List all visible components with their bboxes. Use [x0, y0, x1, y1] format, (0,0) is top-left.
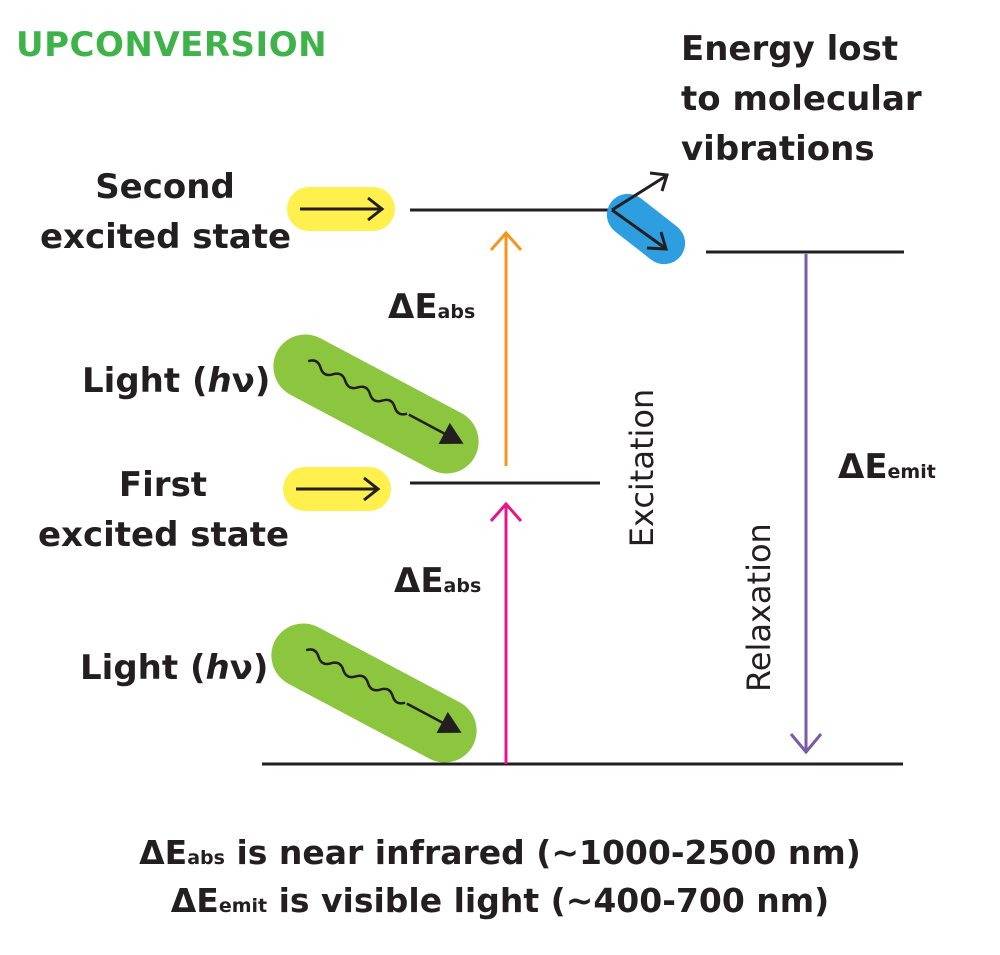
second-state-line2: excited state [40, 217, 292, 257]
excitation-label: Excitation [623, 388, 661, 548]
delta-e-abs-lower: ΔEabs [394, 556, 481, 611]
delta-abs-upper-sub: abs [437, 301, 476, 323]
footer-abs-delta: ΔE [139, 833, 188, 872]
light-lower-h: h [205, 648, 230, 688]
first-state-line2: excited state [38, 515, 290, 555]
second-excited-state-label: Second excited state [40, 162, 292, 262]
light-lower-text: Light ( [80, 648, 206, 688]
footer-emit-delta: ΔE [170, 881, 219, 920]
delta-emit-sub: emit [887, 461, 936, 483]
absorption-arrow-upper [489, 230, 523, 466]
delta-e-emit: ΔEemit [838, 442, 936, 497]
delta-emit-symbol: ΔE [838, 447, 888, 487]
light-upper-nu: ν) [231, 361, 271, 401]
delta-e-abs-upper: ΔEabs [388, 282, 475, 337]
footer-note-abs: ΔEabs is near infrared (~1000-2500 nm) [0, 830, 1000, 881]
energy-lost-line1: Energy lost [681, 29, 899, 69]
energy-lost-label: Energy lost to molecular vibrations [681, 24, 922, 174]
light-pill-lower [271, 623, 477, 763]
delta-abs-lower-symbol: ΔE [394, 561, 444, 601]
light-label-lower: Light (hν) [80, 643, 268, 693]
first-excited-state-label: First excited state [38, 460, 290, 560]
energy-lost-line3: vibrations [681, 129, 875, 169]
footer-emit-rest: is visible light (~400-700 nm) [267, 881, 830, 920]
energy-lost-line2: to molecular [681, 79, 922, 119]
light-upper-text: Light ( [82, 361, 208, 401]
footer-abs-rest: is near infrared (~1000-2500 nm) [224, 833, 861, 872]
light-pill-upper [273, 334, 479, 474]
footer-emit-sub: emit [218, 895, 268, 917]
first-state-pill [283, 467, 391, 511]
diagram-title: UPCONVERSION [16, 25, 328, 65]
emission-arrow [789, 254, 823, 755]
second-state-pill [287, 187, 395, 231]
delta-abs-upper-symbol: ΔE [388, 287, 438, 327]
absorption-arrow-lower [489, 501, 523, 764]
second-state-line1: Second [95, 167, 235, 207]
relaxation-label: Relaxation [740, 523, 778, 692]
light-lower-nu: ν) [229, 648, 269, 688]
energy-lost-pill [606, 171, 686, 265]
first-state-line1: First [118, 465, 208, 505]
light-label-upper: Light (hν) [82, 356, 270, 406]
footer-note-emit: ΔEemit is visible light (~400-700 nm) [0, 878, 1000, 929]
light-upper-h: h [207, 361, 232, 401]
footer-abs-sub: abs [187, 847, 225, 869]
delta-abs-lower-sub: abs [443, 575, 482, 597]
